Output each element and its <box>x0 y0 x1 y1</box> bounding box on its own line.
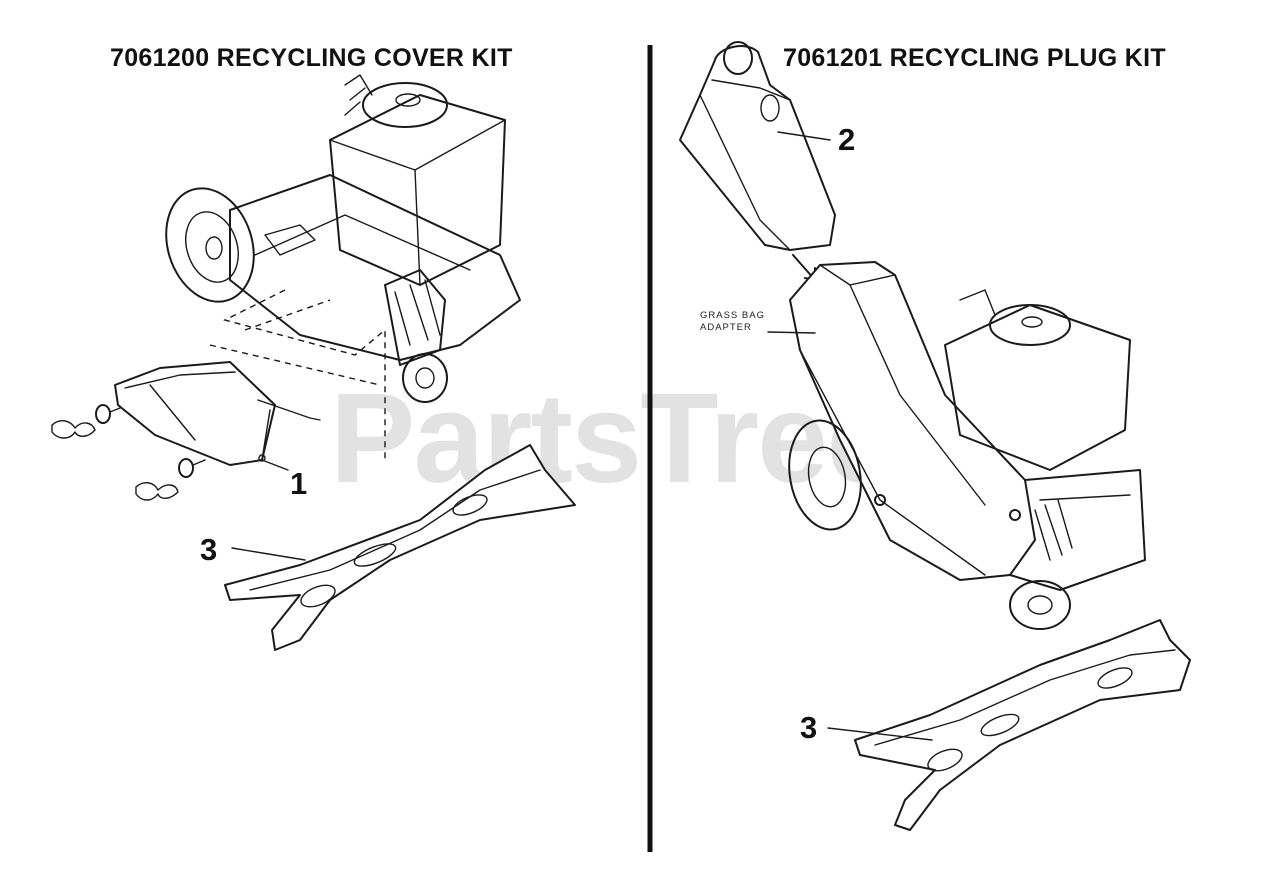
adapter-label-line2: ADAPTER <box>700 322 752 333</box>
wing-nut-icon <box>51 404 206 501</box>
leader-part1 <box>261 459 289 471</box>
callout-part1: 1 <box>290 466 308 501</box>
mower-blade-icon <box>854 619 1191 831</box>
recycling-cover-icon <box>114 361 321 466</box>
callout-part2: 2 <box>838 122 856 157</box>
mower-engine-icon <box>788 289 1146 630</box>
recycling-plug-icon <box>679 41 836 251</box>
right-kit-title: 7061201 RECYCLING PLUG KIT <box>783 44 1166 72</box>
left-kit-title: 7061200 RECYCLING COVER KIT <box>110 44 513 72</box>
callout-part3-left: 3 <box>200 532 218 567</box>
leader-part2 <box>777 131 831 141</box>
grass-bag-adapter-icon <box>789 261 1036 581</box>
mower-blade-icon <box>224 444 576 651</box>
adapter-label-line1: GRASS BAG <box>700 310 765 321</box>
mower-engine-icon <box>165 74 521 403</box>
adapter-label: GRASS BAG ADAPTER <box>700 310 765 334</box>
leader-adapter <box>767 331 816 334</box>
watermark: PartsTree <box>330 367 897 510</box>
callout-part3-right: 3 <box>800 710 818 745</box>
leader-part3-left <box>231 547 306 561</box>
leader-part3-right <box>827 727 933 741</box>
